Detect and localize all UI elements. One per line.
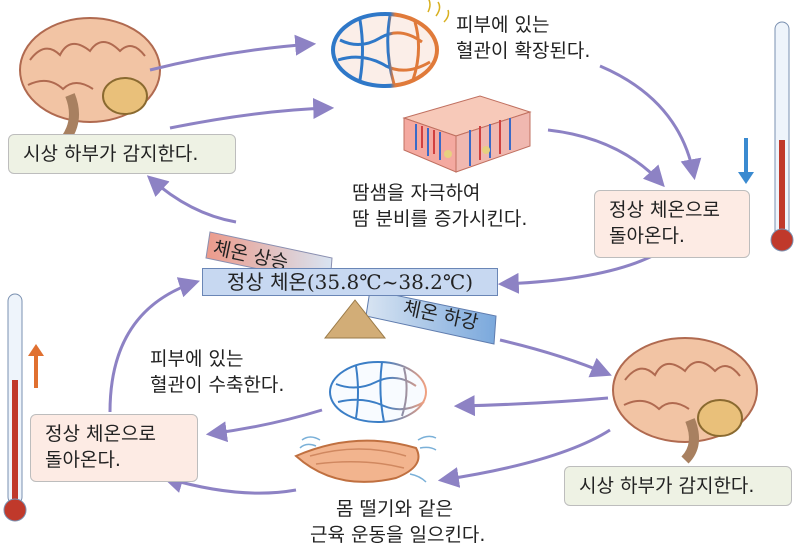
arrow-detect-to-sweat <box>169 97 335 130</box>
fall-arrow-icon <box>738 138 754 184</box>
return-box-bottom: 정상 체온으로 돌아온다. <box>30 414 198 482</box>
thermometer-left-icon <box>3 293 27 522</box>
sweat-text-1: 땀샘을 자극하여 <box>352 182 481 204</box>
normal-temp-bar: 정상 체온(35.8℃~38.2℃) <box>202 268 498 296</box>
sweat-gland-icon <box>402 95 532 173</box>
rise-arrow-icon <box>28 344 44 388</box>
dilated-vessel-icon <box>331 0 450 88</box>
arrow-sweat-to-return-top <box>547 128 665 188</box>
return-box-top: 정상 체온으로 돌아온다. <box>594 190 750 258</box>
brain-top-icon <box>19 17 161 143</box>
arrow-vessel-to-return-bottom <box>205 408 323 443</box>
constricted-vessel-icon <box>329 361 427 423</box>
return-bottom-line-1: 정상 체온으로 <box>45 423 156 445</box>
shiver-text-1: 몸 떨기와 같은 <box>336 498 453 520</box>
detect-box-bottom: 시상 하부가 감지한다. <box>564 466 792 506</box>
arrow-rise-to-detect <box>146 175 237 224</box>
arrow-vessel-to-return-top <box>599 64 702 181</box>
sweat-text-2: 땀 분비를 증가시킨다. <box>352 208 528 230</box>
thermometer-right-icon <box>770 21 794 252</box>
arrow-fall-to-brain <box>499 338 612 378</box>
seesaw-fulcrum <box>323 299 387 339</box>
return-top-line-2: 돌아온다. <box>609 225 685 247</box>
fall-plank <box>365 289 497 345</box>
arrow-muscle-to-return-bottom <box>161 472 297 495</box>
skin-dilate-text-1: 피부에 있는 <box>456 14 550 36</box>
arrow-brain-to-vessel <box>149 34 317 72</box>
return-bottom-line-2: 돌아온다. <box>45 449 121 471</box>
skin-constrict-text-1: 피부에 있는 <box>150 348 244 370</box>
brain-bottom-icon <box>612 337 758 464</box>
arrow-return-to-normal-top <box>497 250 661 294</box>
arrow-brain-to-muscle <box>437 428 611 488</box>
detect-box-top: 시상 하부가 감지한다. <box>8 134 236 174</box>
arrow-brain-to-vessel-bottom <box>453 395 609 417</box>
skin-dilate-text-2: 혈관이 확장된다. <box>456 40 591 62</box>
skin-constrict-text-2: 혈관이 수축한다. <box>150 374 285 396</box>
arrow-return-to-normal-bottom <box>108 277 200 413</box>
shiver-text-2: 근육 운동을 일으킨다. <box>310 524 486 546</box>
muscle-icon <box>294 435 437 483</box>
return-top-line-1: 정상 체온으로 <box>609 199 720 221</box>
